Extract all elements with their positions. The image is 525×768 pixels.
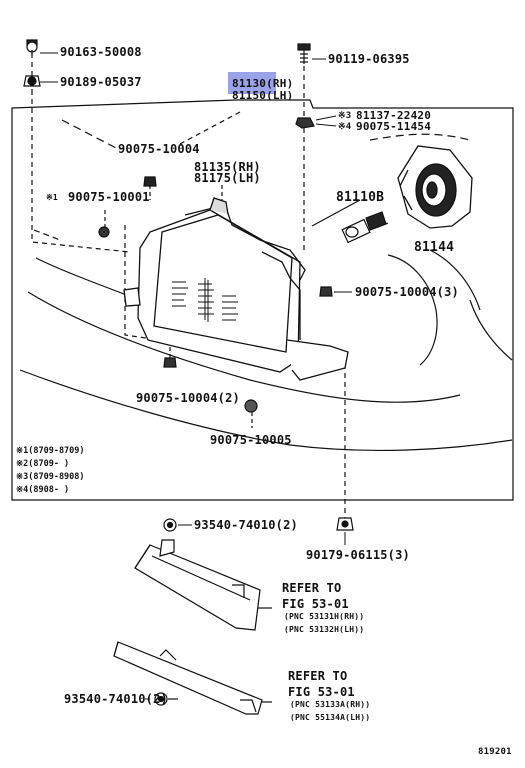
refer1-pnc-rh: (PNC 53131H(RH)) [284,612,365,621]
part-90075-10004-2[interactable]: 90075-10004(2) [136,391,240,405]
note-3: ※3(8709-8908) [16,472,85,482]
part-81175-lh[interactable]: 81175(LH) [194,171,261,185]
part-90075-11454[interactable]: 90075-11454 [356,120,432,133]
part-81144[interactable]: 81144 [414,240,455,255]
cover-strip-upper [134,539,272,631]
leader-line [31,90,131,253]
note-4: ※4(8908- ) [16,485,70,495]
part-90075-10004[interactable]: 90075-10004 [118,142,200,156]
part-81150-lh[interactable]: 81150(LH) [232,89,294,102]
leader-line [311,199,361,227]
leader-line [124,225,161,341]
selection-highlight [228,72,276,94]
cover-strip-lower [113,641,272,715]
refer2-fig-link[interactable]: FIG 53-01 [288,685,355,699]
part-81137-22420[interactable]: 81137-22420 [356,109,432,122]
note-2: ※2(8709- ) [16,459,70,469]
part-90075-10004-3[interactable]: 90075-10004(3) [355,285,459,299]
socket-cover-81144 [397,145,473,229]
refer1-line1: REFER TO [282,581,342,595]
part-90189-05037[interactable]: 90189-05037 [60,75,142,89]
part-93540-74010-lower[interactable]: 93540-74010(2) [64,692,168,706]
refer2-pnc-lh: (PNC 55134A(LH)) [290,713,371,722]
note-1: ※1(8709-8709) [16,446,85,456]
part-90179-06115-3[interactable]: 90179-06115(3) [306,548,410,562]
part-90075-10005[interactable]: 90075-10005 [210,433,292,447]
part-81135-rh[interactable]: 81135(RH) [194,160,261,174]
refer1-fig-link[interactable]: FIG 53-01 [282,597,349,611]
bulb-81110B [341,211,387,244]
part-81130-rh[interactable]: 81130(RH) [232,77,294,90]
part-93540-74010-upper[interactable]: 93540-74010(2) [194,518,298,532]
diagram-id: 819201 [478,747,512,757]
refer2-line1: REFER TO [288,669,348,683]
marker-3: ※3 [338,111,352,121]
refer1-pnc-lh: (PNC 53132H(LH)) [284,625,365,634]
assembly-frame [11,99,514,501]
part-90075-10001[interactable]: 90075-10001 [68,190,150,204]
part-90163-50008[interactable]: 90163-50008 [60,45,142,59]
leader-line [177,111,241,146]
marker-1: ※1 [46,193,58,202]
headlamp-housing [123,197,349,381]
marker-4: ※4 [338,122,352,132]
refer2-pnc-rh: (PNC 53133A(RH)) [290,700,371,709]
part-81110B[interactable]: 81110B [336,190,385,205]
part-90119-06395[interactable]: 90119-06395 [328,52,410,66]
